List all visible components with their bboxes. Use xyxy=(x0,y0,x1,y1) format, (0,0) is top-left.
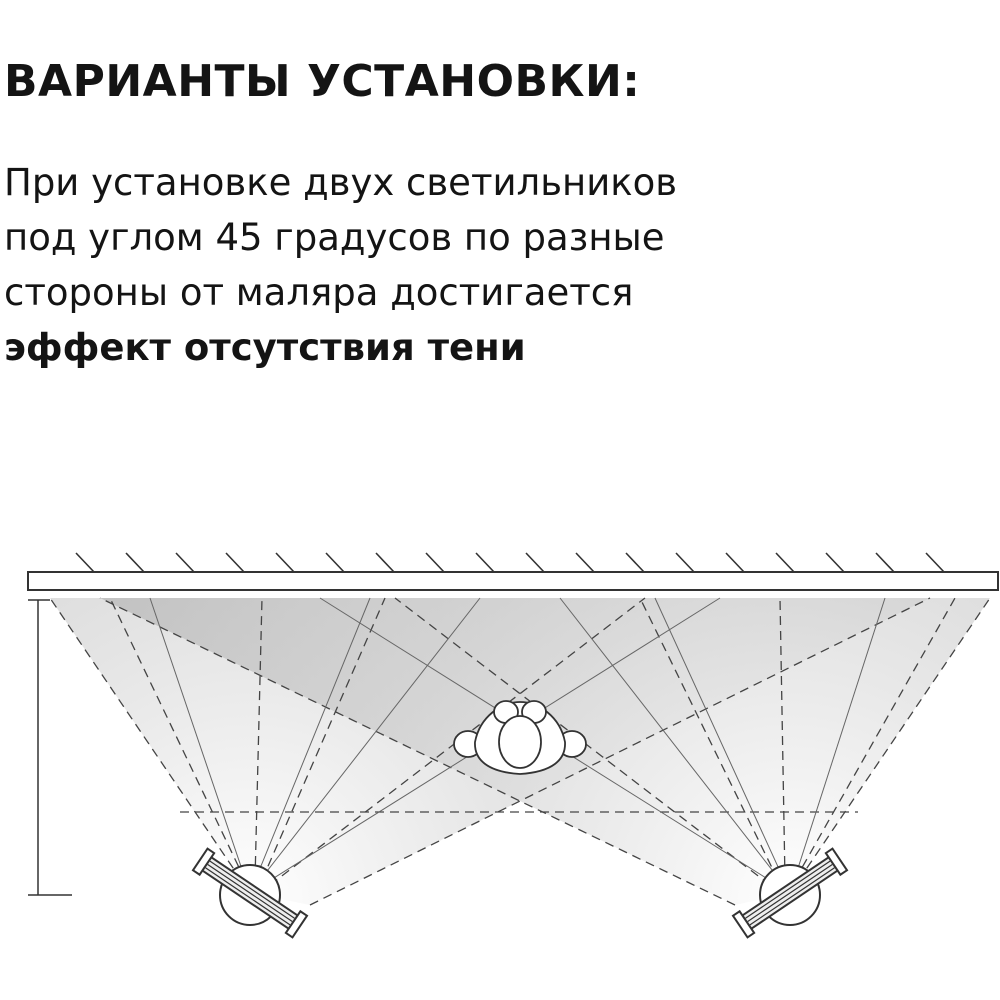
description-line-1: При установке двух светильников xyxy=(4,161,678,204)
ceiling-hatch-icon xyxy=(75,552,945,573)
description-line-2: под углом 45 градусов по разные xyxy=(4,216,665,259)
description-highlight: эффект отсутствия тени xyxy=(4,326,526,369)
heading: ВАРИАНТЫ УСТАНОВКИ: xyxy=(4,56,641,107)
lamp-right-icon xyxy=(731,847,849,939)
description-line-3: стороны от маляра достигается xyxy=(4,271,634,314)
height-dimension-icon xyxy=(28,599,72,896)
painter-figure-icon xyxy=(453,700,587,775)
description: При установке двух светильников под угло… xyxy=(4,155,994,375)
ceiling xyxy=(27,571,999,591)
lamp-left-icon xyxy=(191,847,309,939)
lighting-diagram xyxy=(27,552,999,939)
